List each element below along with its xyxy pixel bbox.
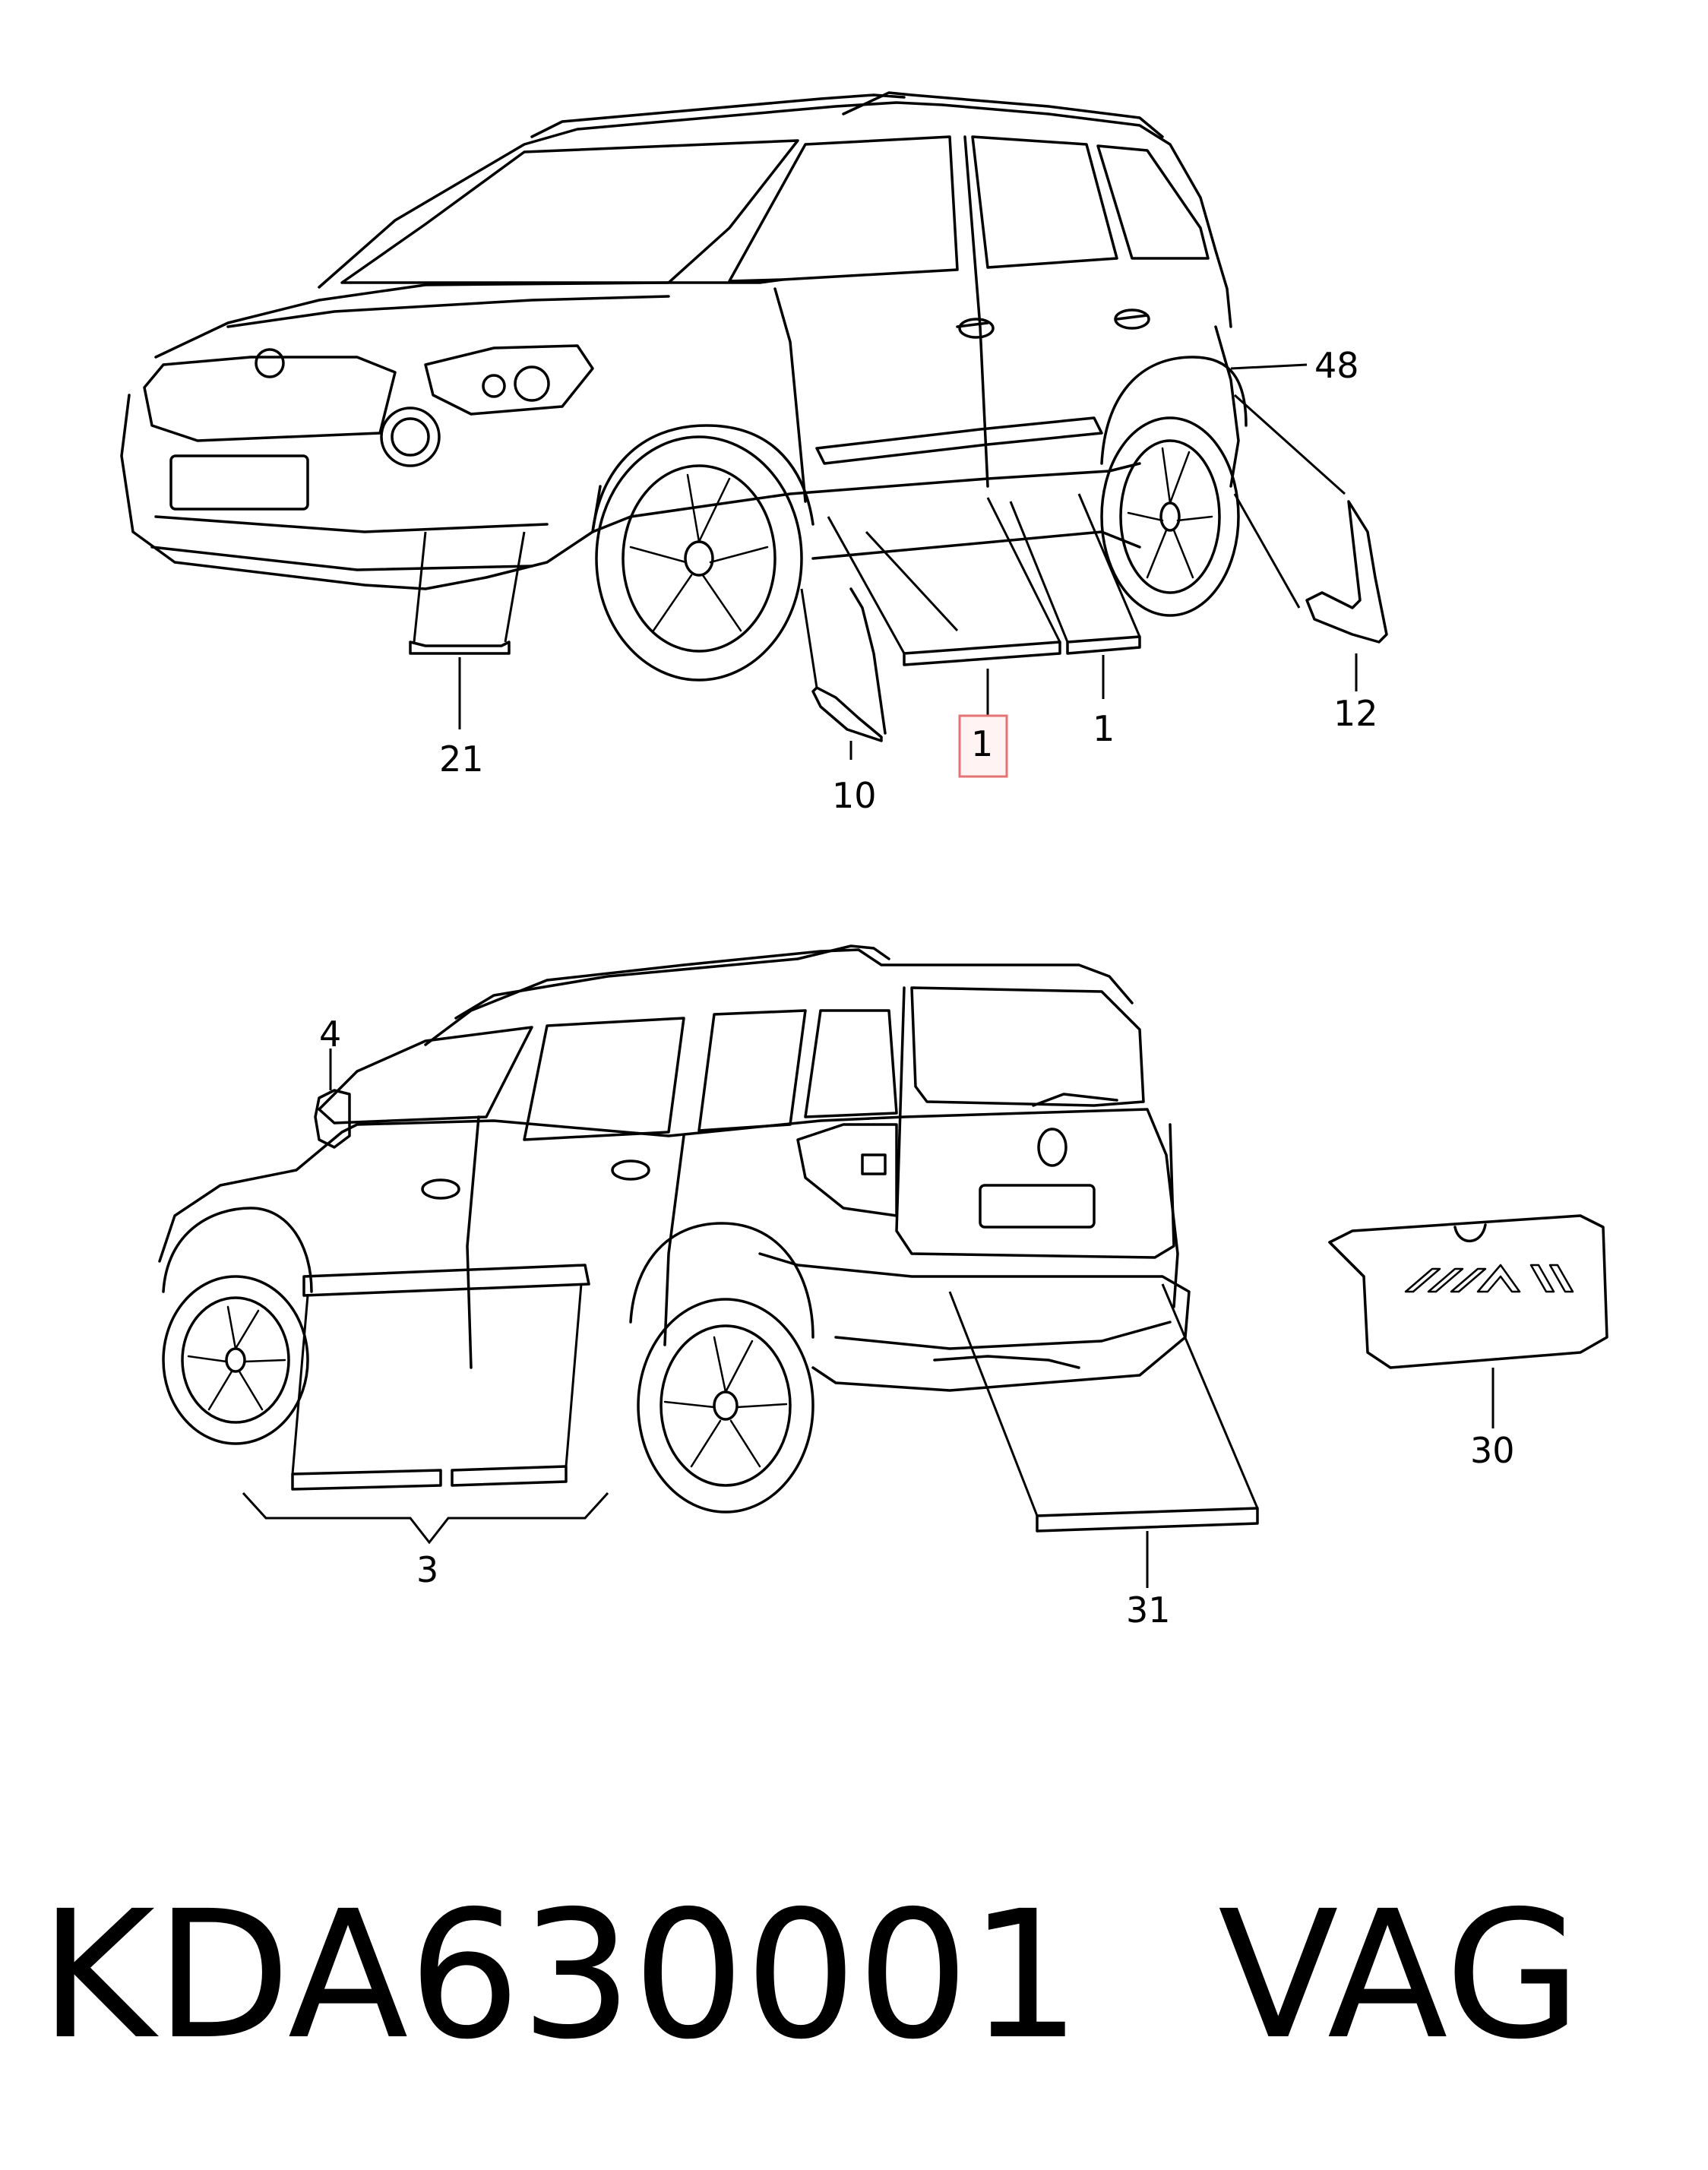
front-car-front-wheel-arch	[591, 424, 814, 533]
part-3-sill-trim-rear	[451, 1465, 568, 1487]
front-car-handle-front	[956, 321, 989, 328]
rear-car-rear-glass	[910, 986, 1145, 1107]
callout-31[interactable]: 31	[1126, 1590, 1171, 1631]
front-car-rear-wheel-tyre	[1100, 416, 1240, 617]
part-3-sill-trim-front	[291, 1469, 442, 1491]
front-car-door-line-1	[773, 287, 807, 503]
front-car-roof-rail	[530, 91, 1164, 138]
brand-name: VAG	[1218, 1877, 1582, 2074]
front-car-headlight	[424, 344, 594, 416]
rear-car-bodyside	[158, 1108, 1179, 1308]
front-car-grille	[143, 356, 397, 442]
callout-4[interactable]: 4	[319, 1014, 341, 1055]
part-1-sill-trim-front	[903, 641, 1061, 666]
callout-1-highlight-box	[958, 714, 1008, 778]
part-number: KDA630001	[40, 1877, 1082, 2074]
rear-car-tail-light	[796, 1123, 898, 1217]
part-12-mudflap	[1305, 500, 1388, 644]
part-30-pattern	[1404, 1264, 1574, 1293]
front-car-roof	[318, 101, 1232, 328]
front-car-plate	[169, 454, 309, 511]
rear-car-front-wheel-arch	[162, 1207, 313, 1293]
front-view-parts	[409, 500, 1388, 742]
part-number-caption: KDA630001 VAG	[40, 1877, 1673, 2074]
front-car-rear-door-window	[971, 135, 1118, 269]
part-30-load-sill-plate	[1328, 1214, 1608, 1369]
front-car-front-wheel-rim	[622, 464, 777, 653]
front-car-rear-wheel-rim	[1119, 439, 1221, 594]
rear-car-roof-rail	[454, 944, 890, 1020]
callout-30[interactable]: 30	[1470, 1430, 1515, 1471]
part-10-mudflap	[811, 686, 883, 742]
front-car-fog-light	[380, 406, 441, 467]
callouts: 48 21 10 1 1 12 4 3 31 30	[319, 345, 1515, 1631]
part-21-skid-plate	[409, 641, 511, 655]
front-view-car	[120, 91, 1248, 682]
front-car-badge	[255, 348, 285, 378]
front-car-side-lower	[591, 462, 1141, 533]
callout-21[interactable]: 21	[439, 739, 484, 780]
rear-car-rear-wheel-arch	[629, 1222, 814, 1339]
front-car-front-door-window	[728, 135, 959, 283]
part-31-bumper-protector	[1036, 1507, 1259, 1533]
front-car-handle-rear	[1115, 314, 1149, 321]
rear-car-bumper	[758, 1252, 1191, 1392]
rear-car-windshield	[318, 1026, 533, 1125]
callout-1[interactable]: 1	[1093, 708, 1115, 749]
front-car-front-wheel-tyre	[595, 435, 803, 682]
rear-view-car	[158, 944, 1191, 1514]
leader-lines	[242, 363, 1494, 1588]
rear-car-rear-door-window	[697, 1009, 807, 1132]
rear-car-rear-wheel-tyre	[637, 1298, 814, 1514]
front-car-door-moulding	[815, 416, 1103, 465]
rear-car-wiper	[1032, 1093, 1118, 1107]
rear-car-rear-quarter-window	[804, 1009, 898, 1118]
rear-car-rear-wheel-rim	[659, 1324, 792, 1487]
callout-10[interactable]: 10	[832, 775, 877, 816]
rear-car-plate	[979, 1184, 1096, 1229]
rear-car-front-door-window	[523, 1017, 685, 1141]
callout-1-highlighted[interactable]: 1	[971, 723, 993, 764]
callout-12[interactable]: 12	[1333, 693, 1378, 734]
rear-car-front-wheel-rim	[181, 1296, 290, 1424]
rear-car-door-line-1	[466, 1115, 480, 1369]
callout-48[interactable]: 48	[1314, 345, 1359, 386]
rear-car-door-line-2	[663, 1134, 685, 1346]
rear-view-parts	[291, 1214, 1608, 1533]
callout-3[interactable]: 3	[416, 1549, 438, 1590]
rear-car-badge	[1037, 1128, 1068, 1167]
part-1-sill-trim-rear	[1066, 635, 1141, 655]
front-car-rear-wheel-arch	[1100, 356, 1248, 465]
rear-car-tailgate	[895, 986, 1175, 1259]
rear-car-mirror	[314, 1089, 351, 1149]
rear-car-front-wheel-tyre	[162, 1275, 309, 1445]
front-car-rear-quarter-window	[1096, 144, 1210, 260]
front-car-door-line-2	[963, 135, 989, 488]
front-car-bumper	[120, 394, 602, 590]
rear-car-roof	[424, 948, 1134, 1046]
front-car-hood-crease	[226, 295, 670, 328]
front-car-hood	[154, 278, 784, 359]
rear-car-door-moulding	[302, 1264, 590, 1297]
